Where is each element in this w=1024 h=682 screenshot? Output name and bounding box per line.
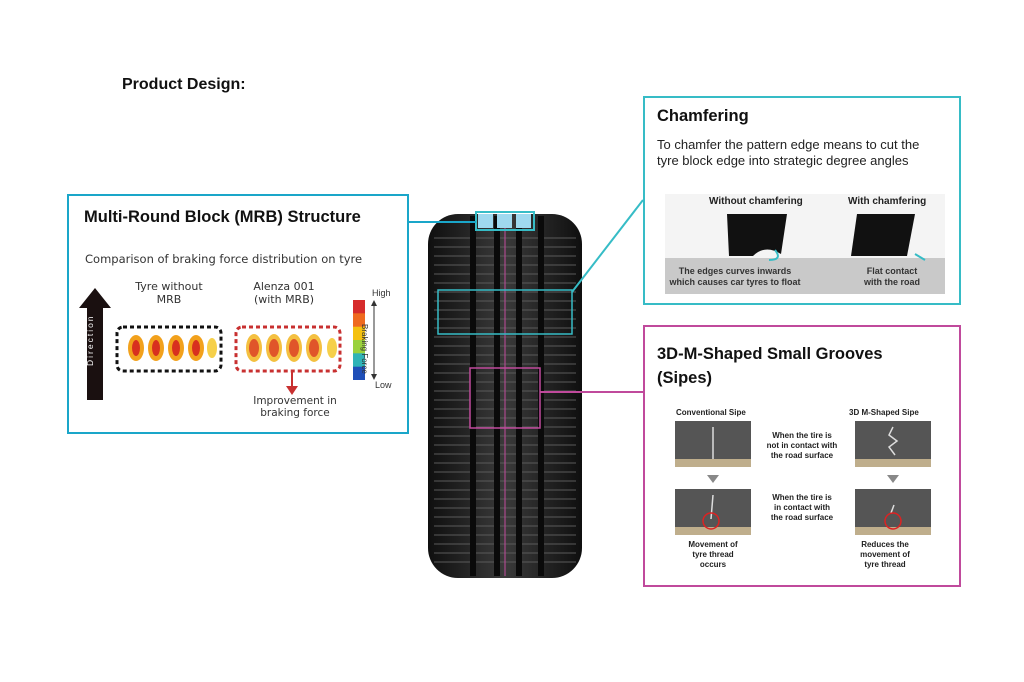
scale-swatch — [353, 366, 365, 380]
improvement-label: Improvement in braking force — [253, 395, 337, 419]
with-chamfering-label: With chamfering — [848, 196, 927, 207]
sipes-panel: 3D-M-Shaped Small Grooves (Sipes) Conven… — [643, 325, 961, 587]
tyre-illustration — [428, 211, 582, 578]
heatmap-without-mrb — [128, 335, 217, 361]
page-title: Product Design: — [122, 76, 246, 93]
non-contact-text: When the tire is not in contact with the… — [766, 431, 838, 460]
mrb-subtitle: Comparison of braking force distribution… — [85, 252, 363, 266]
scale-arrow-icon — [371, 300, 377, 380]
braking-force-heatmaps — [115, 325, 342, 395]
without-chamfering-label: Without chamfering — [709, 196, 803, 207]
chamfering-panel: Chamfering To chamfer the pattern edge m… — [643, 96, 961, 305]
chamfering-title: Chamfering — [657, 107, 749, 125]
sipes-title: 3D-M-Shaped Small Grooves (Sipes) — [657, 345, 883, 387]
braking-force-scale — [353, 300, 365, 380]
conventional-sipe-caption: Movement of tyre thread occurs — [688, 540, 738, 569]
mrb-panel: Multi-Round Block (MRB) Structure Compar… — [67, 194, 409, 434]
scale-high-label: High — [372, 288, 391, 298]
direction-arrow-icon — [79, 288, 111, 400]
without-chamfering-caption: The edges curves inwards which causes ca… — [669, 266, 801, 287]
scale-low-label: Low — [375, 380, 392, 390]
scale-swatch — [353, 340, 365, 354]
scale-swatch — [353, 300, 365, 314]
sipe-illustrations — [675, 421, 931, 535]
scale-swatch — [353, 326, 365, 341]
with-chamfering-caption: Flat contact with the road — [864, 266, 920, 287]
chamfer-illustration — [665, 194, 945, 294]
m-shaped-sipe-caption: Reduces the movement of tyre thread — [860, 540, 910, 569]
mrb-title: Multi-Round Block (MRB) Structure — [84, 208, 361, 226]
scale-axis-label: Braking Force — [360, 324, 369, 374]
direction-label: Direction — [85, 314, 95, 366]
scale-swatch — [353, 353, 365, 368]
conventional-sipe-label: Conventional Sipe — [676, 408, 746, 417]
m-shaped-sipe-label: 3D M-Shaped Sipe — [849, 408, 919, 417]
tyre-without-mrb-label: Tyre without MRB — [135, 280, 203, 306]
chamfering-description: To chamfer the pattern edge means to cut… — [657, 137, 920, 168]
contact-text: When the tire is in contact with the roa… — [770, 493, 834, 522]
heatmap-with-mrb — [246, 334, 337, 362]
scale-swatch — [353, 313, 365, 328]
tyre-with-mrb-label: Alenza 001 (with MRB) — [253, 280, 315, 306]
